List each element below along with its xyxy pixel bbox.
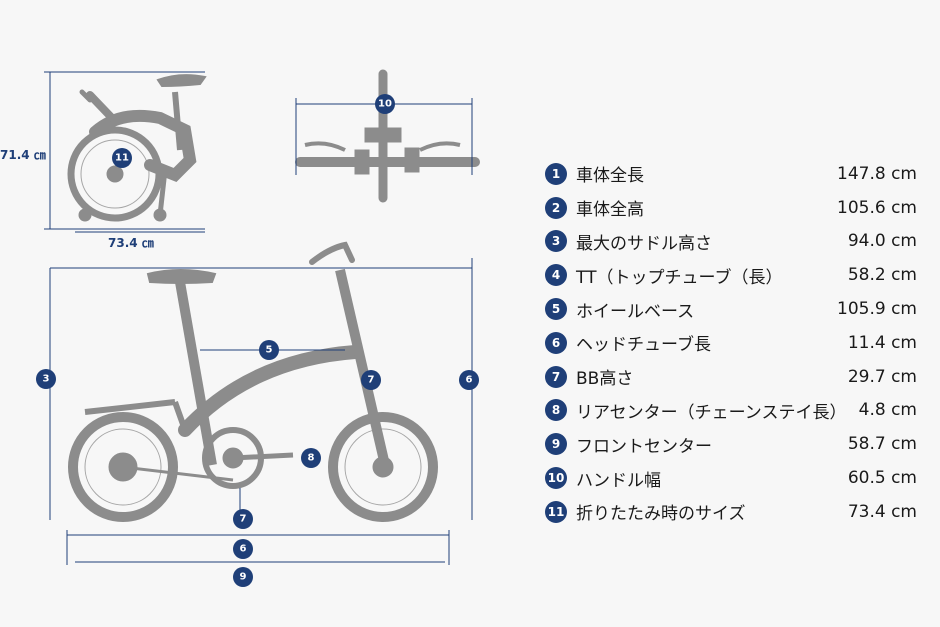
spec-number-badge: 6 xyxy=(545,331,567,354)
folded-width-label: 73.4 ㎝ xyxy=(108,236,154,250)
marker-10: 10 xyxy=(375,94,395,114)
svg-text:9: 9 xyxy=(240,572,247,583)
svg-text:10: 10 xyxy=(378,99,392,110)
spec-row: 3 最大のサドル高さ 94.0 cm xyxy=(545,225,917,259)
spec-label: 折りたたみ時のサイズ xyxy=(576,504,746,525)
folded-bike xyxy=(67,74,207,222)
spec-label: ハンドル幅 xyxy=(576,470,661,491)
folded-height-label: 71.4 ㎝ xyxy=(0,148,46,162)
spec-row: 2 車体全高 105.6 cm xyxy=(545,191,917,225)
svg-text:7: 7 xyxy=(368,375,375,386)
spec-label: BB高さ xyxy=(576,369,634,390)
spec-value: 29.7 cm xyxy=(847,366,917,387)
spec-value: 58.7 cm xyxy=(847,434,917,455)
svg-text:11: 11 xyxy=(115,153,129,164)
spec-value: 60.5 cm xyxy=(847,468,917,489)
spec-label: リアセンター（チェーンステイ長） xyxy=(576,402,847,423)
spec-value: 4.8 cm xyxy=(858,400,917,421)
svg-text:6: 6 xyxy=(466,375,473,386)
spec-row: 5 ホイールベース 105.9 cm xyxy=(545,292,917,326)
spec-row: 8 リアセンター（チェーンステイ長） 4.8 cm xyxy=(545,394,917,428)
spec-value: 94.0 cm xyxy=(847,231,917,252)
spec-label: TT（トップチューブ（長） xyxy=(576,267,783,288)
spec-value: 105.6 cm xyxy=(837,197,917,218)
spec-number-badge: 3 xyxy=(545,230,567,253)
spec-number-badge: 10 xyxy=(545,467,567,490)
marker-5: 5 xyxy=(259,340,279,360)
marker-7-bb: 7 xyxy=(233,509,253,529)
spec-number-badge: 9 xyxy=(545,433,567,456)
spec-value: 11.4 cm xyxy=(847,332,917,353)
svg-text:3: 3 xyxy=(43,374,50,385)
spec-number-badge: 1 xyxy=(545,162,567,185)
marker-3: 3 xyxy=(36,369,56,389)
spec-value: 147.8 cm xyxy=(837,163,917,184)
bike-side-view xyxy=(68,241,438,522)
spec-label: 最大のサドル高さ xyxy=(576,233,712,254)
spec-row: 4 TT（トップチューブ（長） 58.2 cm xyxy=(545,258,917,292)
spec-row: 1 車体全長 147.8 cm xyxy=(545,157,917,191)
marker-6-bottom: 6 xyxy=(233,539,253,559)
marker-6-right: 6 xyxy=(459,370,479,390)
marker-11: 11 xyxy=(112,148,132,168)
marker-9: 9 xyxy=(233,567,253,587)
spec-number-badge: 8 xyxy=(545,399,567,422)
folded-dimension-lines xyxy=(44,71,205,233)
spec-value: 73.4 cm xyxy=(847,501,917,522)
spec-label: フロントセンター xyxy=(576,436,712,457)
spec-label: ホイールベース xyxy=(576,301,695,322)
spec-value: 58.2 cm xyxy=(847,265,917,286)
spec-label: 車体全長 xyxy=(576,166,644,187)
spec-row: 7 BB高さ 29.7 cm xyxy=(545,360,917,394)
svg-text:8: 8 xyxy=(308,453,315,464)
spec-row: 9 フロントセンター 58.7 cm xyxy=(545,427,917,461)
spec-number-badge: 11 xyxy=(545,500,567,523)
svg-text:7: 7 xyxy=(240,514,247,525)
spec-label: ヘッドチューブ長 xyxy=(576,335,711,356)
handlebar-top-view xyxy=(295,69,480,203)
spec-number-badge: 5 xyxy=(545,298,567,321)
spec-number-badge: 4 xyxy=(545,264,567,287)
spec-label: 車体全高 xyxy=(576,200,644,221)
spec-row: 6 ヘッドチューブ長 11.4 cm xyxy=(545,326,917,360)
spec-row: 11 折りたたみ時のサイズ 73.4 cm xyxy=(545,495,917,529)
spec-list: 1 車体全長 147.8 cm 2 車体全高 105.6 cm 3 最大のサドル高さ 94.0 … xyxy=(545,157,917,529)
marker-8: 8 xyxy=(301,448,321,468)
spec-number-badge: 7 xyxy=(545,365,567,388)
spec-value: 105.9 cm xyxy=(837,299,917,320)
svg-text:5: 5 xyxy=(266,345,273,356)
marker-7-head: 7 xyxy=(361,370,381,390)
spec-row: 10 ハンドル幅 60.5 cm xyxy=(545,461,917,495)
svg-text:6: 6 xyxy=(240,544,247,555)
spec-number-badge: 2 xyxy=(545,196,567,219)
